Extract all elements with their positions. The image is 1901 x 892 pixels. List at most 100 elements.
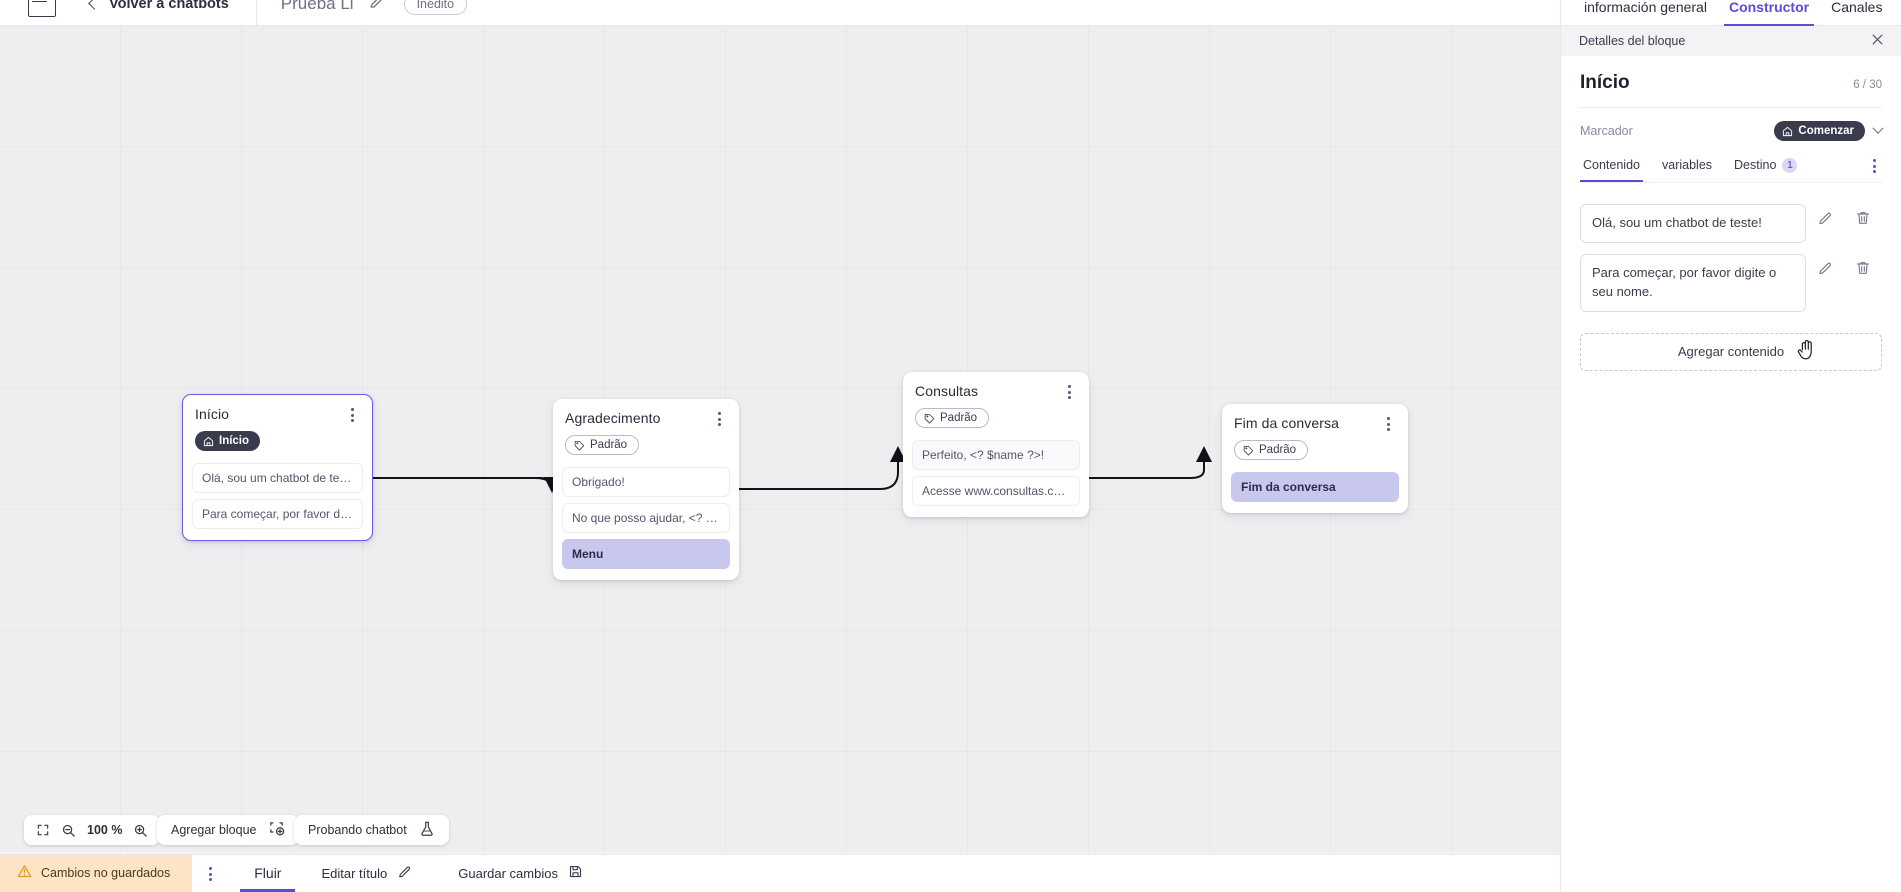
tab-constructor[interactable]: Constructor xyxy=(1718,0,1820,25)
more-vertical-icon[interactable] xyxy=(202,865,218,881)
node-message-accent[interactable]: Fim da conversa xyxy=(1231,472,1399,502)
status-badge: Inédito xyxy=(404,0,468,15)
tab-variables[interactable]: variables xyxy=(1651,158,1723,181)
add-content-label: Agregar contenido xyxy=(1678,344,1784,359)
test-chatbot-label: Probando chatbot xyxy=(308,823,407,837)
content-item-text[interactable]: Para começar, por favor digite o seu nom… xyxy=(1580,254,1806,312)
node-header: Fim da conversa Padrão xyxy=(1222,404,1408,468)
node-title: Agradecimento xyxy=(565,410,660,426)
tab-destino[interactable]: Destino 1 xyxy=(1723,158,1808,182)
unsaved-changes-label: Cambios no guardados xyxy=(41,866,170,880)
add-block-label: Agregar bloque xyxy=(171,823,256,837)
save-changes-label: Guardar cambios xyxy=(458,866,558,881)
home-icon xyxy=(1782,126,1793,137)
node-messages: Fim da conversa xyxy=(1222,468,1408,513)
flow-node-consultas[interactable]: Consultas Padrão Perfeito, <? $name ?>! … xyxy=(903,372,1089,517)
home-icon xyxy=(203,436,214,447)
save-changes-button[interactable]: Guardar cambios xyxy=(458,864,583,882)
block-title-row: Início 6 / 30 xyxy=(1580,56,1882,108)
content-item: Olá, sou um chatbot de teste! xyxy=(1580,204,1882,243)
tab-fluir[interactable]: Fluir xyxy=(240,856,295,891)
tab-canales[interactable]: Canales xyxy=(1820,0,1893,25)
tab-informacion-general[interactable]: información general xyxy=(1573,0,1718,25)
block-count: 6 / 30 xyxy=(1853,79,1882,91)
flask-icon xyxy=(419,821,435,840)
node-tag-badge: Padrão xyxy=(915,408,989,428)
add-block-icon xyxy=(268,820,285,840)
marker-value-badge[interactable]: Comenzar xyxy=(1774,121,1865,141)
unsaved-changes-banner: Cambios no guardados xyxy=(0,855,192,892)
trash-icon[interactable] xyxy=(1844,210,1882,226)
block-details-body: Início 6 / 30 Marcador Comenzar Contenid… xyxy=(1561,56,1901,371)
block-name: Início xyxy=(1580,72,1630,94)
node-messages: Perfeito, <? $name ?>! Acesse www.consul… xyxy=(903,436,1089,517)
node-message-accent[interactable]: Menu xyxy=(562,539,730,569)
node-header: Início Início xyxy=(183,395,372,459)
block-inner-tabs: Contenido variables Destino 1 xyxy=(1580,157,1882,183)
close-icon[interactable] xyxy=(1870,32,1885,50)
tab-label: variables xyxy=(1662,158,1712,172)
add-content-button[interactable]: Agregar contenido xyxy=(1580,333,1882,371)
block-details-title: Detalles del bloque xyxy=(1579,34,1685,48)
flow-node-agradecimento[interactable]: Agradecimento Padrão Obrigado! No que po… xyxy=(553,399,739,580)
node-tag-badge: Padrão xyxy=(565,435,639,455)
content-list: Olá, sou um chatbot de teste! Par xyxy=(1580,183,1882,312)
tag-icon xyxy=(574,440,585,451)
more-vertical-icon[interactable] xyxy=(1866,157,1882,182)
flow-canvas[interactable]: Início Início Olá, sou um chatbot de tes… xyxy=(0,26,1560,863)
warning-icon xyxy=(17,864,32,882)
node-title: Início xyxy=(195,406,229,422)
fit-screen-icon[interactable] xyxy=(36,823,50,837)
block-details-subheader: Detalles del bloque xyxy=(1561,26,1901,56)
tab-contenido[interactable]: Contenido xyxy=(1580,158,1651,181)
marker-label: Marcador xyxy=(1580,124,1633,138)
flow-node-fim-da-conversa[interactable]: Fim da conversa Padrão Fim da conversa xyxy=(1222,404,1408,513)
more-vertical-icon[interactable] xyxy=(1380,415,1396,431)
node-tag-label: Início xyxy=(219,435,249,447)
node-message[interactable]: Olá, sou um chatbot de teste! xyxy=(192,463,363,493)
more-vertical-icon[interactable] xyxy=(1061,383,1077,399)
node-title: Fim da conversa xyxy=(1234,415,1339,431)
node-tag-badge: Padrão xyxy=(1234,440,1308,460)
more-vertical-icon[interactable] xyxy=(344,406,360,422)
edit-title-button[interactable]: Editar título xyxy=(321,864,412,882)
add-block-button[interactable]: Agregar bloque xyxy=(157,815,299,845)
node-title: Consultas xyxy=(915,383,978,399)
content-item-text[interactable]: Olá, sou um chatbot de teste! xyxy=(1580,204,1806,243)
node-message[interactable]: Acesse www.consultas.com par... xyxy=(912,476,1080,506)
node-message[interactable]: Obrigado! xyxy=(562,467,730,497)
destino-badge-count: 1 xyxy=(1782,158,1797,173)
node-messages: Obrigado! No que posso ajudar, <? $name … xyxy=(553,463,739,580)
zoom-level-value: 100 % xyxy=(87,823,122,837)
footer-bar: Cambios no guardados Fluir Editar título… xyxy=(0,854,1560,891)
node-message[interactable]: No que posso ajudar, <? $name ... xyxy=(562,503,730,533)
pencil-icon[interactable] xyxy=(368,0,386,15)
back-to-chatbots-button[interactable]: Volver a chatbots xyxy=(90,0,229,12)
chevron-left-icon xyxy=(88,0,101,10)
app-logo-icon xyxy=(28,0,56,17)
tab-label: Constructor xyxy=(1729,0,1809,15)
zoom-out-icon[interactable] xyxy=(61,823,76,838)
tab-label: Contenido xyxy=(1583,158,1640,172)
tag-icon xyxy=(1243,445,1254,456)
node-message[interactable]: Perfeito, <? $name ?>! xyxy=(912,440,1080,470)
more-vertical-icon[interactable] xyxy=(711,410,727,426)
pencil-icon[interactable] xyxy=(1806,210,1844,226)
tab-fluir-label: Fluir xyxy=(254,865,281,881)
zoom-in-icon[interactable] xyxy=(133,823,148,838)
trash-icon[interactable] xyxy=(1844,260,1882,276)
node-tag-badge: Início xyxy=(195,431,260,451)
content-item: Para começar, por favor digite o seu nom… xyxy=(1580,254,1882,312)
chevron-down-icon[interactable] xyxy=(1872,123,1883,134)
zoom-toolbar: 100 % xyxy=(24,815,160,845)
tag-icon xyxy=(924,413,935,424)
test-chatbot-button[interactable]: Probando chatbot xyxy=(294,815,449,845)
top-bar-divider xyxy=(256,0,257,26)
node-tag-label: Padrão xyxy=(590,439,627,451)
project-title: Prueba Li xyxy=(281,0,354,14)
flow-node-inicio[interactable]: Início Início Olá, sou um chatbot de tes… xyxy=(182,394,373,541)
tab-label: Canales xyxy=(1831,0,1882,15)
node-message[interactable]: Para começar, por favor digite o ... xyxy=(192,499,363,529)
tab-label: información general xyxy=(1584,0,1707,15)
pencil-icon[interactable] xyxy=(1806,260,1844,276)
